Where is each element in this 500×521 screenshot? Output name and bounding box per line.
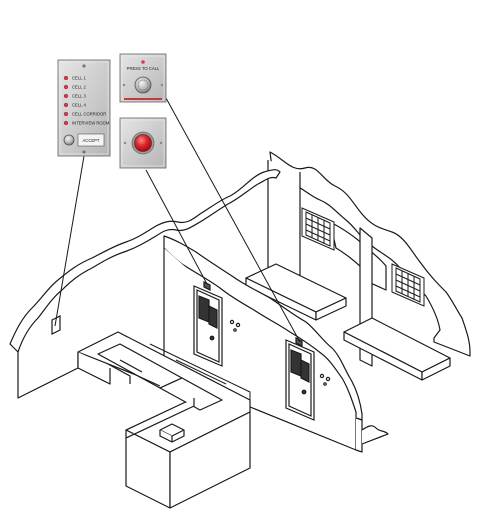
indicator-label: CELL CORRIDOR: [72, 112, 106, 117]
indicator-led: [63, 120, 69, 126]
wall-call-point: [51, 315, 61, 335]
cell-door-1: [193, 281, 241, 367]
assist-button-panel: [119, 117, 167, 169]
call-push-button-icon: [134, 76, 152, 94]
custody-desk: [77, 331, 251, 509]
indicator-led: [63, 102, 69, 108]
indicator-label: INTERVIEW ROOM: [72, 121, 110, 126]
indicator-led: [63, 93, 69, 99]
cell-bench-right: [343, 317, 451, 381]
screw-icon: [123, 141, 127, 145]
press-to-call-label: PRESS TO CALL: [127, 66, 160, 71]
screw-icon: [159, 141, 163, 145]
screw-icon: [82, 64, 86, 68]
accept-button-icon: [63, 134, 75, 146]
indicator-panel: CELL 1 CELL 2 CELL 3 CELL 4 CELL CORRIDOR INT…: [57, 59, 111, 157]
indicator-label: CELL 2: [72, 85, 86, 90]
call-indicator-led: [141, 60, 145, 64]
indicator-label: CELL 4: [72, 103, 86, 108]
screw-icon: [160, 83, 164, 87]
cell-window-left: [301, 207, 335, 251]
screw-icon: [122, 83, 126, 87]
accept-label: ACCEPT: [83, 138, 100, 143]
indicator-led: [63, 111, 69, 117]
indicator-label: CELL 3: [72, 94, 86, 99]
indicator-led: [63, 84, 69, 90]
screw-icon: [82, 150, 86, 154]
cell-window-right: [391, 263, 425, 307]
leader-lines: [54, 97, 301, 343]
indicator-label: CELL 1: [72, 76, 86, 81]
cell-door-2: [285, 337, 331, 421]
press-to-call-panel: PRESS TO CALL: [119, 53, 167, 103]
status-strip: [124, 98, 162, 100]
indicator-led: [63, 75, 69, 81]
red-emergency-button-icon: [134, 134, 152, 152]
floor-lines: [149, 343, 251, 400]
cell-bench-left: [245, 263, 347, 321]
